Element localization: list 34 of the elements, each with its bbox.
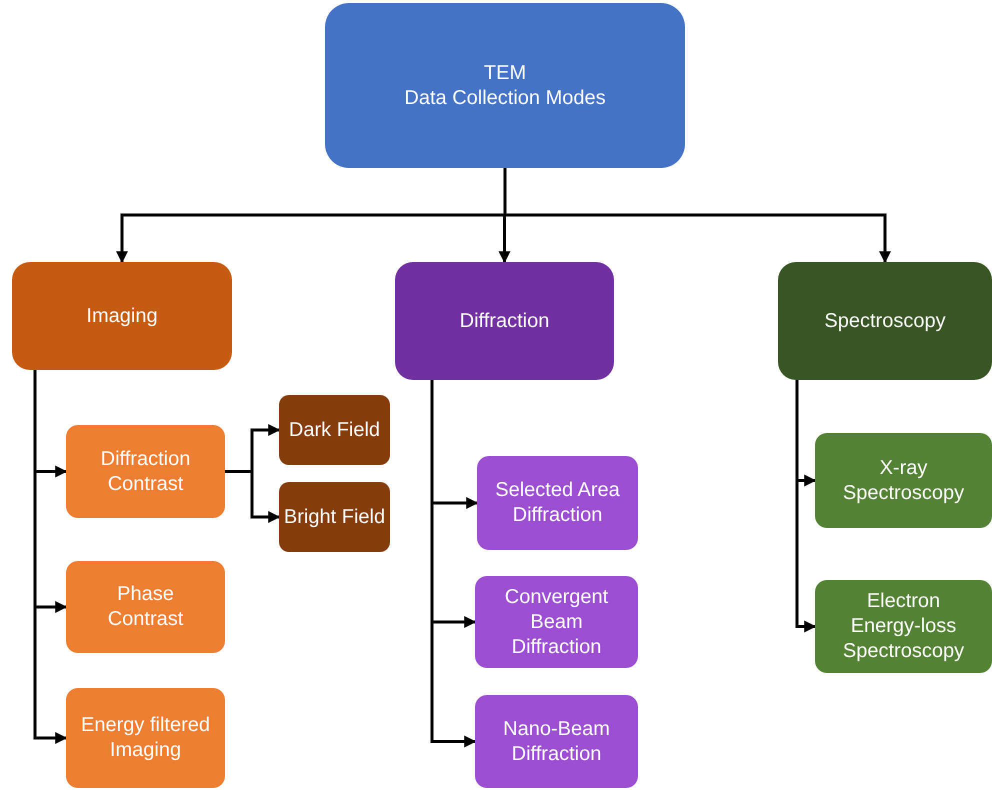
connector-arrow bbox=[796, 380, 816, 632]
box-label: Data Collection Modes bbox=[404, 86, 606, 110]
connector-arrow bbox=[34, 370, 68, 744]
mode-box bbox=[477, 456, 638, 550]
mode-box bbox=[395, 262, 614, 380]
mode-box bbox=[66, 561, 225, 653]
connector-arrow bbox=[430, 380, 476, 748]
box-label: Diffraction Contrast bbox=[100, 446, 192, 496]
connector-arrow bbox=[504, 168, 891, 264]
box-label: Convergent Beam Diffraction bbox=[504, 584, 610, 660]
box-label: Spectroscopy bbox=[824, 308, 946, 334]
box-label: Electron Energy-loss Spectroscopy bbox=[842, 589, 966, 664]
box-label: Diffraction bbox=[460, 308, 550, 334]
box-label: Selected Area Diffraction bbox=[494, 478, 621, 528]
mode-box bbox=[279, 395, 390, 465]
mode-box bbox=[279, 482, 390, 552]
mode-box bbox=[815, 580, 992, 673]
box-label: Energy filtered Imaging bbox=[80, 713, 210, 763]
box-label: Phase Contrast bbox=[106, 582, 184, 632]
mode-box bbox=[66, 688, 225, 788]
mode-box bbox=[475, 695, 638, 788]
box-label: Nano-Beam Diffraction bbox=[502, 716, 611, 766]
mode-box bbox=[325, 3, 685, 168]
box-label: Bright Field bbox=[284, 504, 386, 530]
box-label: Imaging bbox=[86, 304, 158, 328]
box-label: Dark Field bbox=[288, 418, 380, 442]
box-label: X-ray Spectroscopy bbox=[842, 456, 966, 506]
mode-box bbox=[66, 425, 225, 518]
mode-box bbox=[778, 262, 992, 380]
mode-box bbox=[475, 576, 638, 668]
connector-arrow bbox=[225, 470, 280, 523]
mode-box bbox=[12, 262, 232, 370]
mode-box bbox=[815, 433, 992, 528]
box-label: TEM bbox=[484, 60, 526, 86]
